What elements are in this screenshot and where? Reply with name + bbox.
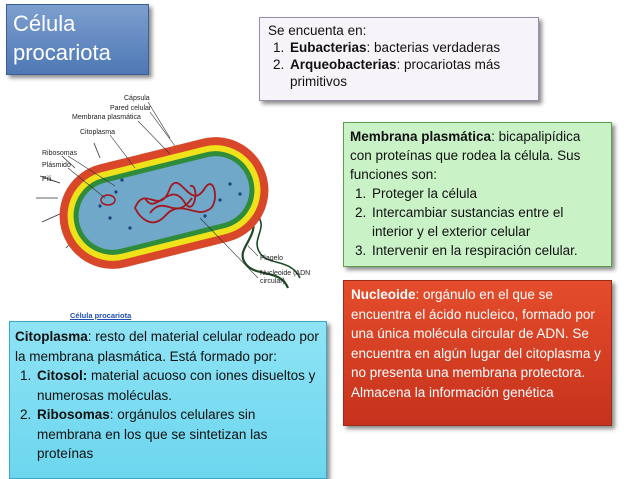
title-line1: Célula (13, 11, 76, 36)
found-in-list: Eubacterias: bacterias verdaderas Arqueo… (268, 39, 530, 90)
label-flagellum: Flagelo (260, 255, 283, 262)
cytoplasm-component-item: Citosol: material acuoso con iones disue… (35, 366, 321, 405)
found-in-item: Arqueobacterias: procariotas más primiti… (288, 56, 530, 90)
membrane-function-item: Intervenir en la respiración celular. (370, 241, 605, 260)
label-nucleoid-1: Nucleoide (ADN (260, 270, 310, 277)
component-term: Citosol: (37, 368, 88, 383)
found-in-desc: : bacterias verdaderas (366, 40, 501, 55)
found-in-desc: : procariotas más primitivos (290, 57, 501, 89)
cytoplasm-components-list: Citosol: material acuoso con iones disue… (15, 366, 321, 464)
membrane-intro: Membrana plasmática: bicapalipídica con … (350, 127, 605, 184)
membrane-function-item: Intercambiar sustancias entre el interio… (370, 203, 605, 241)
membrane-function-item: Proteger la célula (370, 184, 605, 203)
found-in-heading: Se encuenta en: (268, 23, 367, 38)
label-nucleoid-2: circular) (260, 278, 285, 285)
component-desc: material acuoso con iones disueltos y nu… (37, 368, 316, 403)
label-plasmid: Plásmido (42, 162, 71, 169)
ribosomes-dots (98, 178, 242, 230)
cytoplasm-box: Citoplasma: resto del material celular r… (9, 321, 327, 479)
label-capsule: Cápsula (124, 95, 150, 102)
nucleoid-term: Nucleoide (351, 287, 416, 302)
nucleoid-text: : orgánulo en el que se encuentra el áci… (351, 287, 601, 400)
label-pili: Pili (42, 176, 52, 183)
found-in-term: Arqueobacterias (290, 57, 397, 72)
label-cell-wall: Pared celular (110, 105, 152, 112)
cytoplasm-intro: Citoplasma: resto del material celular r… (15, 327, 321, 366)
cytoplasm-term: Citoplasma (15, 329, 88, 344)
found-in-item: Eubacterias: bacterias verdaderas (288, 39, 530, 56)
membrane-box: Membrana plasmática: bicapalipídica con … (343, 122, 612, 267)
component-desc: : orgánulos celulares sin membrana en lo… (37, 407, 268, 461)
flagellum-shape (241, 215, 290, 289)
component-term: Ribosomas (37, 407, 110, 422)
found-in-box: Se encuenta en: Eubacterias: bacterias v… (259, 17, 539, 101)
nucleoid-dna-shape (134, 181, 216, 224)
title-box: Célula procariota (6, 4, 149, 75)
cytoplasm-component-item: Ribosomas: orgánulos celulares sin membr… (35, 405, 321, 464)
found-in-term: Eubacterias (290, 40, 367, 55)
membrane-term: Membrana plasmática (350, 129, 492, 144)
membrane-intro-text: : bicapalipídica con proteínas que rodea… (350, 129, 581, 182)
label-ribosomes: Ribosomas (42, 150, 78, 157)
cytoplasm-intro-text: : resto del material celular rodeado por… (15, 329, 319, 364)
title-line2: procariota (13, 40, 111, 65)
label-membrane: Membrana plasmática (72, 114, 141, 121)
label-cytoplasm: Citoplasma (80, 129, 115, 136)
leader-lines (49, 101, 259, 279)
diagram-caption-link[interactable]: Célula procariota (70, 311, 132, 320)
plasmid-shape (100, 194, 116, 206)
prokaryote-cell-diagram: Cápsula Pared celular Membrana plasmátic… (36, 95, 310, 289)
nucleoid-box: Nucleoide: orgánulo en el que se encuent… (343, 280, 612, 426)
membrane-functions-list: Proteger la célula Intercambiar sustanci… (350, 184, 605, 260)
flagellum-shape-2 (255, 213, 301, 279)
